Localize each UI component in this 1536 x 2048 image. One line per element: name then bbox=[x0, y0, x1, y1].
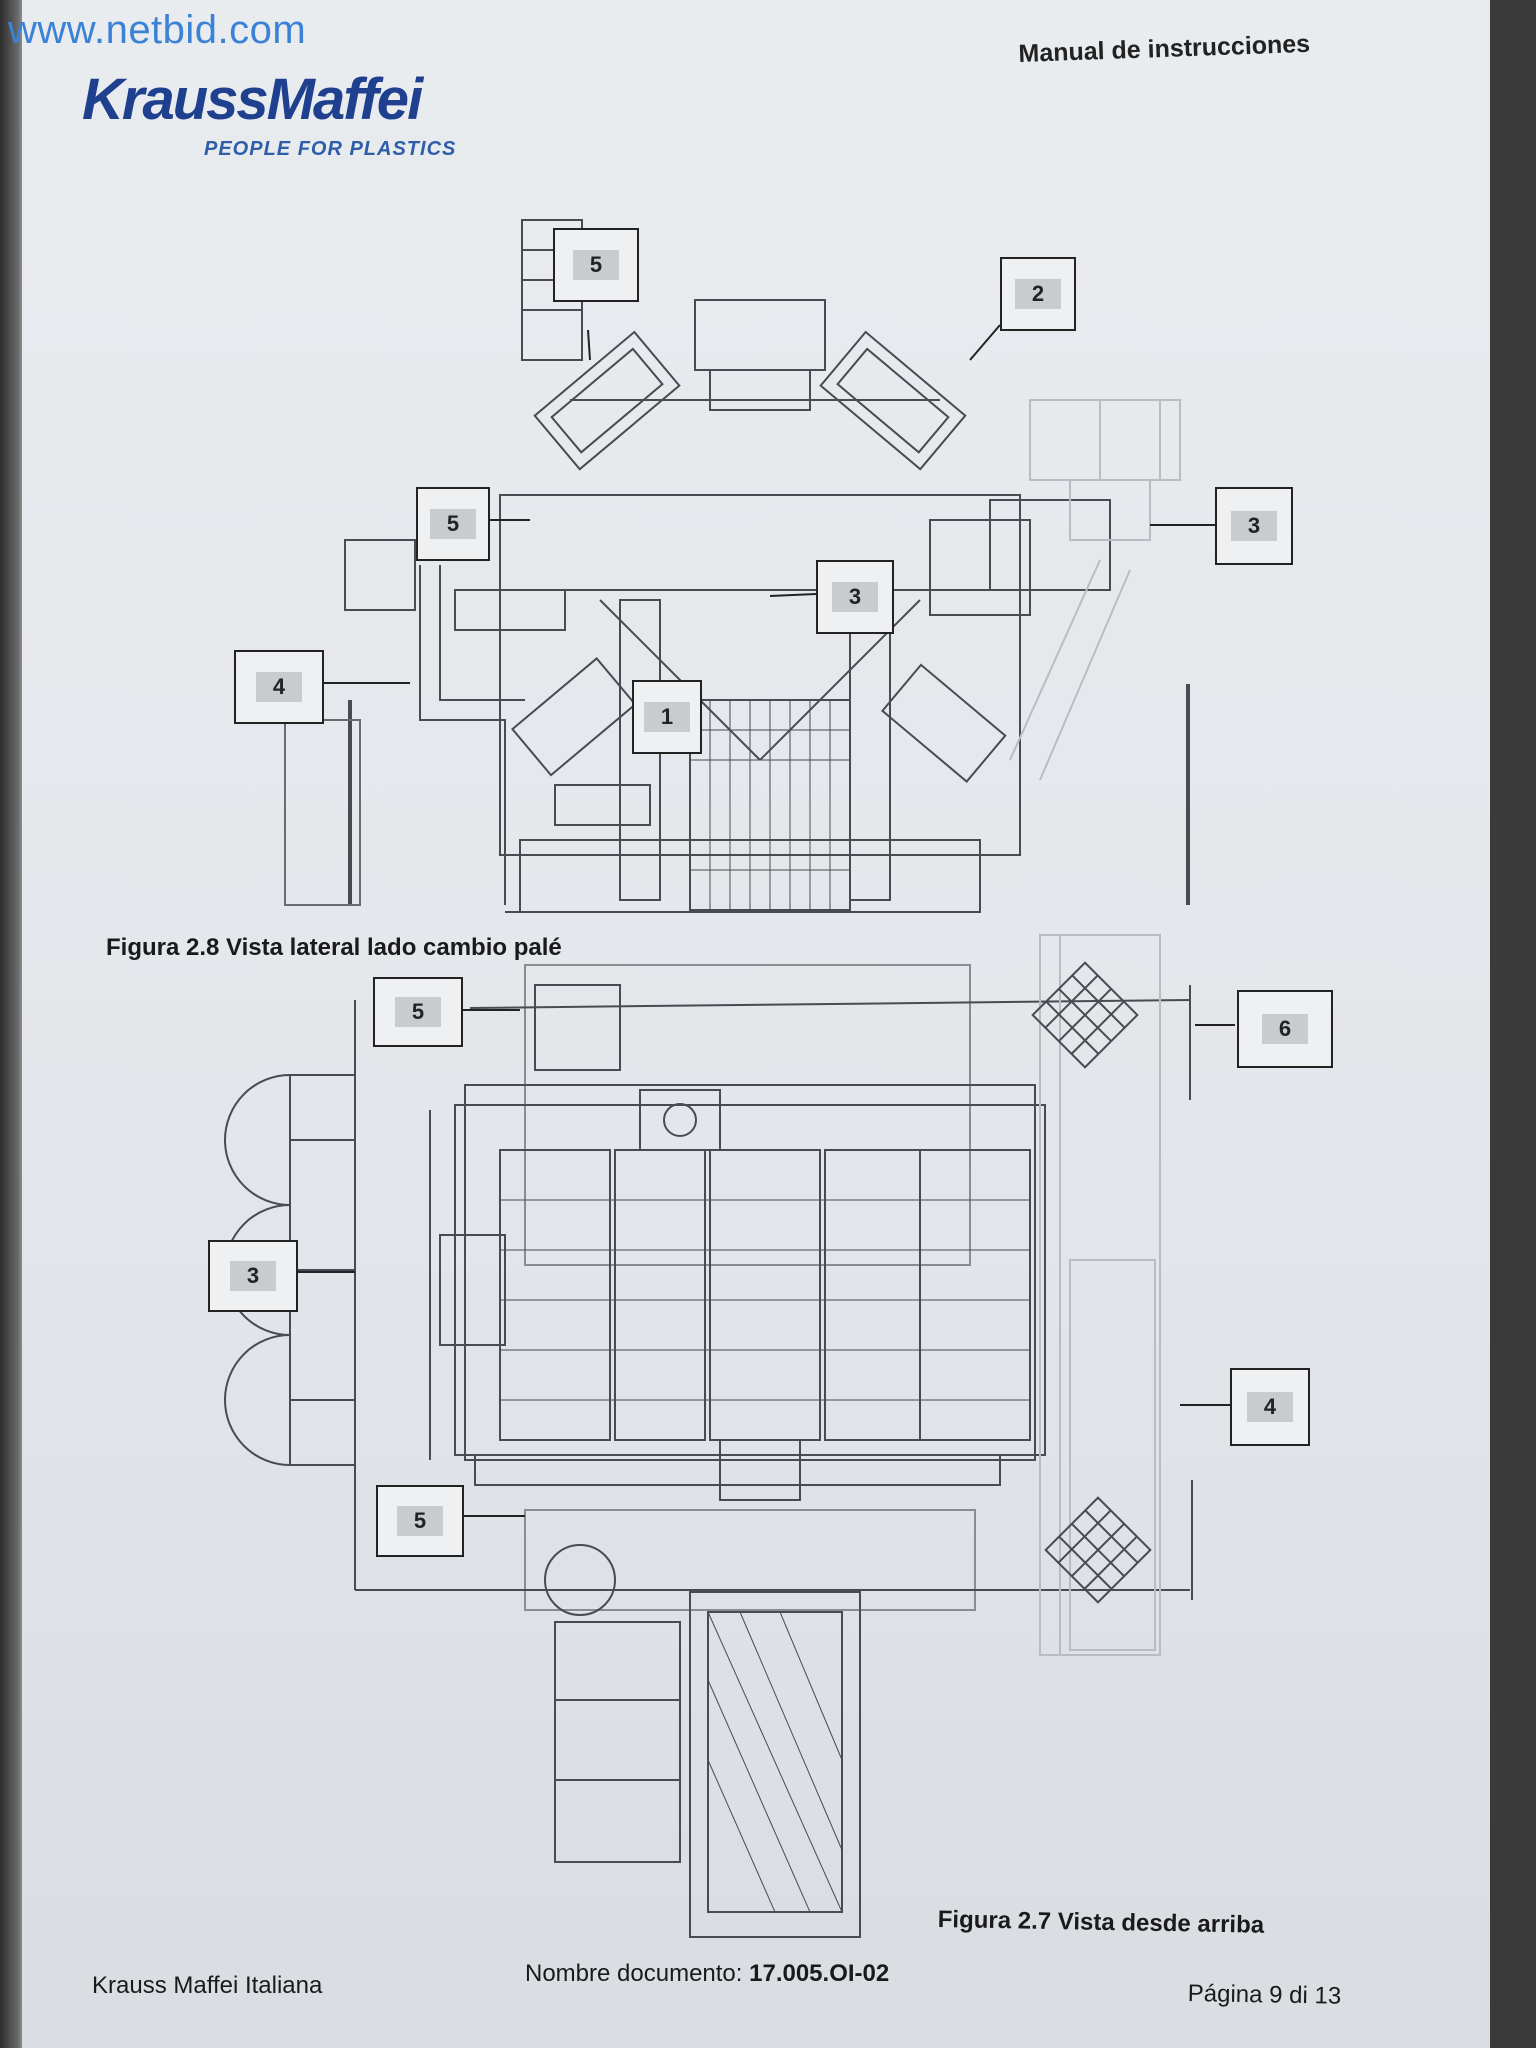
callout-4-left: 4 bbox=[234, 650, 324, 724]
callout-6: 6 bbox=[1237, 990, 1333, 1068]
footer-document: Nombre documento: 17.005.OI-02 bbox=[525, 1960, 889, 1988]
callout-3-right: 3 bbox=[1215, 487, 1293, 565]
callout-1: 1 bbox=[632, 680, 702, 754]
figure-caption-side-view: Figura 2.8 Vista lateral lado cambio pal… bbox=[106, 934, 562, 961]
callout-5-top: 5 bbox=[553, 228, 639, 302]
callout-3-middle: 3 bbox=[816, 560, 894, 634]
footer-doc-label: Nombre documento: bbox=[525, 1960, 743, 1987]
figure-caption-top-view: Figura 2.7 Vista desde arriba bbox=[937, 1906, 1265, 1939]
footer-page-number: Página 9 di 13 bbox=[1187, 1980, 1342, 2010]
callout-5-lower-bottom: 5 bbox=[376, 1485, 464, 1557]
footer-doc-id: 17.005.OI-02 bbox=[749, 1960, 890, 1987]
callout-3-lower: 3 bbox=[208, 1240, 298, 1312]
callout-5-middle: 5 bbox=[416, 487, 490, 561]
callout-4-lower: 4 bbox=[1230, 1368, 1310, 1446]
watermark-link[interactable]: www.netbid.com bbox=[8, 8, 307, 52]
footer-company: Krauss Maffei Italiana bbox=[92, 1972, 323, 1999]
brand-logo: KraussMaffei bbox=[82, 67, 423, 132]
callout-5-lower-top: 5 bbox=[373, 977, 463, 1047]
callout-2: 2 bbox=[1000, 257, 1076, 331]
brand-tagline: PEOPLE FOR PLASTICS bbox=[204, 138, 457, 160]
